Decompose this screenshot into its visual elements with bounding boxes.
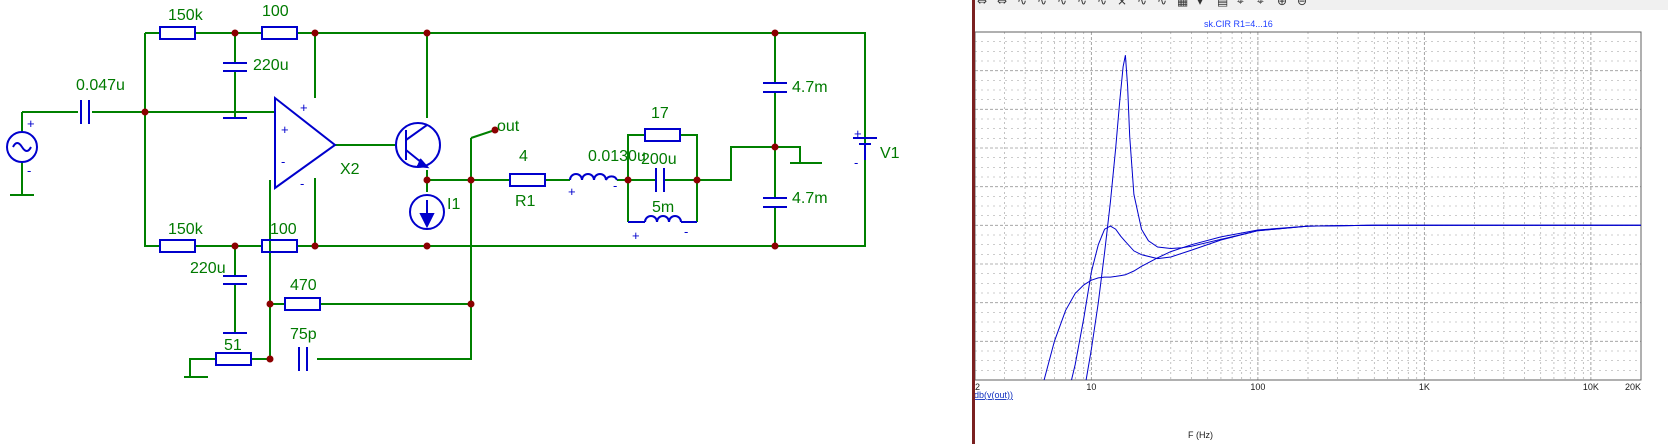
svg-text:-: - bbox=[613, 178, 617, 193]
resistor-51[interactable] bbox=[215, 352, 252, 366]
resistor-470[interactable] bbox=[284, 297, 321, 311]
schematic-canvas[interactable]: 150k 100 0.047u 220u X2 out 150k 100 220… bbox=[0, 0, 960, 444]
junction-dots bbox=[141, 29, 779, 363]
inductor-0.0130u[interactable] bbox=[569, 173, 618, 181]
svg-text:-: - bbox=[854, 155, 858, 170]
capacitor-input[interactable] bbox=[80, 100, 90, 124]
battery-v1[interactable] bbox=[853, 137, 877, 160]
svg-text:-: - bbox=[281, 154, 285, 169]
opamp-x2[interactable] bbox=[274, 95, 337, 190]
label-220u-top: 220u bbox=[253, 57, 289, 74]
panel-divider[interactable] bbox=[972, 0, 975, 444]
label-i1: I1 bbox=[447, 196, 460, 213]
grid bbox=[975, 31, 1642, 381]
label-100-bottom: 100 bbox=[270, 221, 297, 238]
label-200u: 200u bbox=[641, 151, 677, 168]
label-x2: X2 bbox=[340, 161, 360, 178]
resistor-150k-top[interactable] bbox=[159, 26, 196, 40]
inductor-5m[interactable] bbox=[628, 215, 697, 223]
table-icon[interactable]: ▤ bbox=[1217, 0, 1229, 8]
cursor-icon[interactable]: ⌖ bbox=[1237, 0, 1244, 8]
x-tick-labels: 2 10 100 1K 10K 20K bbox=[975, 382, 1641, 392]
plot-frame bbox=[975, 31, 1642, 381]
capacitor-220u-bottom[interactable] bbox=[223, 275, 247, 334]
resistor-17[interactable] bbox=[644, 128, 681, 142]
zoom-in-icon[interactable]: ⊕ bbox=[1277, 0, 1288, 8]
svg-text:+: + bbox=[281, 122, 289, 137]
resistor-r1[interactable] bbox=[509, 173, 546, 187]
wave-icon[interactable]: ∿ bbox=[1097, 0, 1108, 8]
svg-text:+: + bbox=[568, 184, 576, 199]
zoom-out-icon[interactable]: ⊖ bbox=[1297, 0, 1308, 8]
transistor[interactable] bbox=[395, 122, 441, 169]
components bbox=[6, 26, 877, 371]
x-tick-label: 2 bbox=[975, 382, 980, 392]
wave-icon[interactable]: ∿ bbox=[1157, 0, 1168, 8]
label-220u-bottom: 220u bbox=[190, 260, 226, 277]
ac-source[interactable] bbox=[6, 131, 38, 163]
traces bbox=[1043, 55, 1641, 381]
x-axis-label: F (Hz) bbox=[1188, 430, 1213, 440]
x-tick-label: 10K bbox=[1583, 382, 1599, 392]
svg-text:+: + bbox=[632, 228, 640, 243]
svg-text:+: + bbox=[27, 116, 35, 131]
component-labels: 150k 100 0.047u 220u X2 out 150k 100 220… bbox=[76, 3, 900, 354]
svg-text:+: + bbox=[300, 100, 308, 115]
label-5m: 5m bbox=[652, 199, 674, 216]
label-4.7m-lower: 4.7m bbox=[792, 190, 828, 207]
svg-text:-: - bbox=[684, 224, 688, 239]
wave-icon[interactable]: ∿ bbox=[1057, 0, 1068, 8]
x-tick-label: 10 bbox=[1086, 382, 1096, 392]
label-17: 17 bbox=[651, 105, 669, 122]
resistor-150k-bottom[interactable] bbox=[159, 239, 196, 253]
label-4.7m-upper: 4.7m bbox=[792, 79, 828, 96]
label-r1-name: R1 bbox=[515, 193, 536, 210]
capacitor-4.7m-upper[interactable] bbox=[763, 82, 787, 93]
label-out: out bbox=[497, 118, 520, 135]
svg-text:+: + bbox=[854, 126, 862, 141]
legend-trace-link[interactable]: db(v(out)) bbox=[975, 390, 1013, 400]
plot-toolbar: ⇔ ⇔ ∿ ∿ ∿ ∿ ∿ ⨯ ∿ ∿ ▦ ▾ ▤ ⌖ ⌖ ⊕ ⊖ bbox=[975, 0, 1668, 10]
x-tick-label: 1K bbox=[1419, 382, 1430, 392]
grid-icon[interactable]: ▦ bbox=[1177, 0, 1189, 8]
wave-icon[interactable]: ∿ bbox=[1137, 0, 1148, 8]
resistor-100-bottom[interactable] bbox=[261, 239, 298, 253]
label-v1: V1 bbox=[880, 145, 900, 162]
cross-icon[interactable]: ⨯ bbox=[1117, 0, 1128, 8]
capacitor-220u-top[interactable] bbox=[223, 62, 247, 72]
current-source-i1[interactable] bbox=[409, 194, 445, 230]
wave-icon[interactable]: ∿ bbox=[1017, 0, 1028, 8]
arrows-icon[interactable]: ⇔ bbox=[997, 0, 1008, 8]
label-51: 51 bbox=[224, 337, 242, 354]
wave-icon[interactable]: ∿ bbox=[1077, 0, 1088, 8]
svg-text:-: - bbox=[300, 176, 304, 191]
trace-3[interactable] bbox=[1085, 55, 1641, 381]
resistor-100-top[interactable] bbox=[261, 26, 298, 40]
label-150k-bottom: 150k bbox=[168, 221, 204, 238]
arrows-icon[interactable]: ⇔ bbox=[977, 0, 988, 8]
capacitor-75p[interactable] bbox=[298, 347, 308, 371]
label-0.047u: 0.047u bbox=[76, 77, 125, 94]
label-100-top: 100 bbox=[262, 3, 289, 20]
dropdown-icon[interactable]: ▾ bbox=[1197, 0, 1204, 8]
svg-text:-: - bbox=[27, 163, 31, 178]
capacitor-4.7m-lower[interactable] bbox=[763, 197, 787, 208]
label-r1-value: 4 bbox=[519, 148, 528, 165]
label-150k-top: 150k bbox=[168, 7, 204, 24]
label-470: 470 bbox=[290, 277, 317, 294]
x-tick-label: 100 bbox=[1250, 382, 1265, 392]
capacitor-200u[interactable] bbox=[655, 168, 665, 192]
cursor-icon[interactable]: ⌖ bbox=[1257, 0, 1264, 8]
wave-icon[interactable]: ∿ bbox=[1037, 0, 1048, 8]
wires bbox=[10, 32, 866, 378]
bode-plot-panel: 0.005.0010.0015.0020.0025.0030.0035.0040… bbox=[975, 0, 1668, 444]
label-75p: 75p bbox=[290, 326, 317, 343]
label-inductor: 0.0130u bbox=[588, 148, 646, 165]
plot-title: sk.CIR R1=4...16 bbox=[1204, 19, 1273, 29]
x-tick-label: 20K bbox=[1625, 382, 1641, 392]
plot-canvas[interactable]: 0.005.0010.0015.0020.0025.0030.0035.0040… bbox=[975, 0, 1668, 444]
polarity-marks: + - + - + - + - + - + - bbox=[27, 100, 862, 243]
